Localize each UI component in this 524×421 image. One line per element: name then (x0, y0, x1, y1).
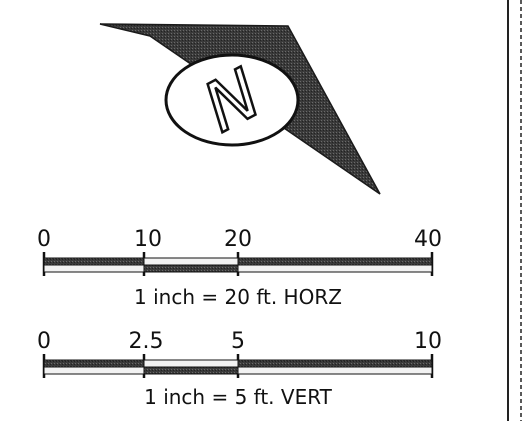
north-arrow-ellipse (164, 53, 300, 147)
north-arrow-icon: N (99, 23, 381, 195)
north-arrow-shape (99, 23, 381, 195)
horz-tick-0: 0 (37, 227, 51, 252)
vert-scale-caption: 1 inch = 5 ft. VERT (144, 385, 333, 409)
vert-scale-bar (42, 354, 434, 378)
vert-tick-3: 10 (414, 329, 442, 354)
vertical-scale: 0 2.5 5 10 1 inch = 5 ft. VERT (37, 329, 442, 409)
frame-border (507, 0, 522, 421)
horizontal-scale: 0 10 20 40 1 inch = 20 ft. HORZ (37, 227, 442, 309)
vert-tick-2: 5 (231, 329, 245, 354)
horz-tick-3: 40 (414, 227, 442, 252)
horz-scale-bar (42, 252, 434, 276)
horz-scale-caption: 1 inch = 20 ft. HORZ (134, 285, 342, 309)
vert-tick-0: 0 (37, 329, 51, 354)
vert-tick-1: 2.5 (129, 329, 164, 354)
horz-tick-2: 20 (224, 227, 252, 252)
horz-tick-1: 10 (134, 227, 162, 252)
